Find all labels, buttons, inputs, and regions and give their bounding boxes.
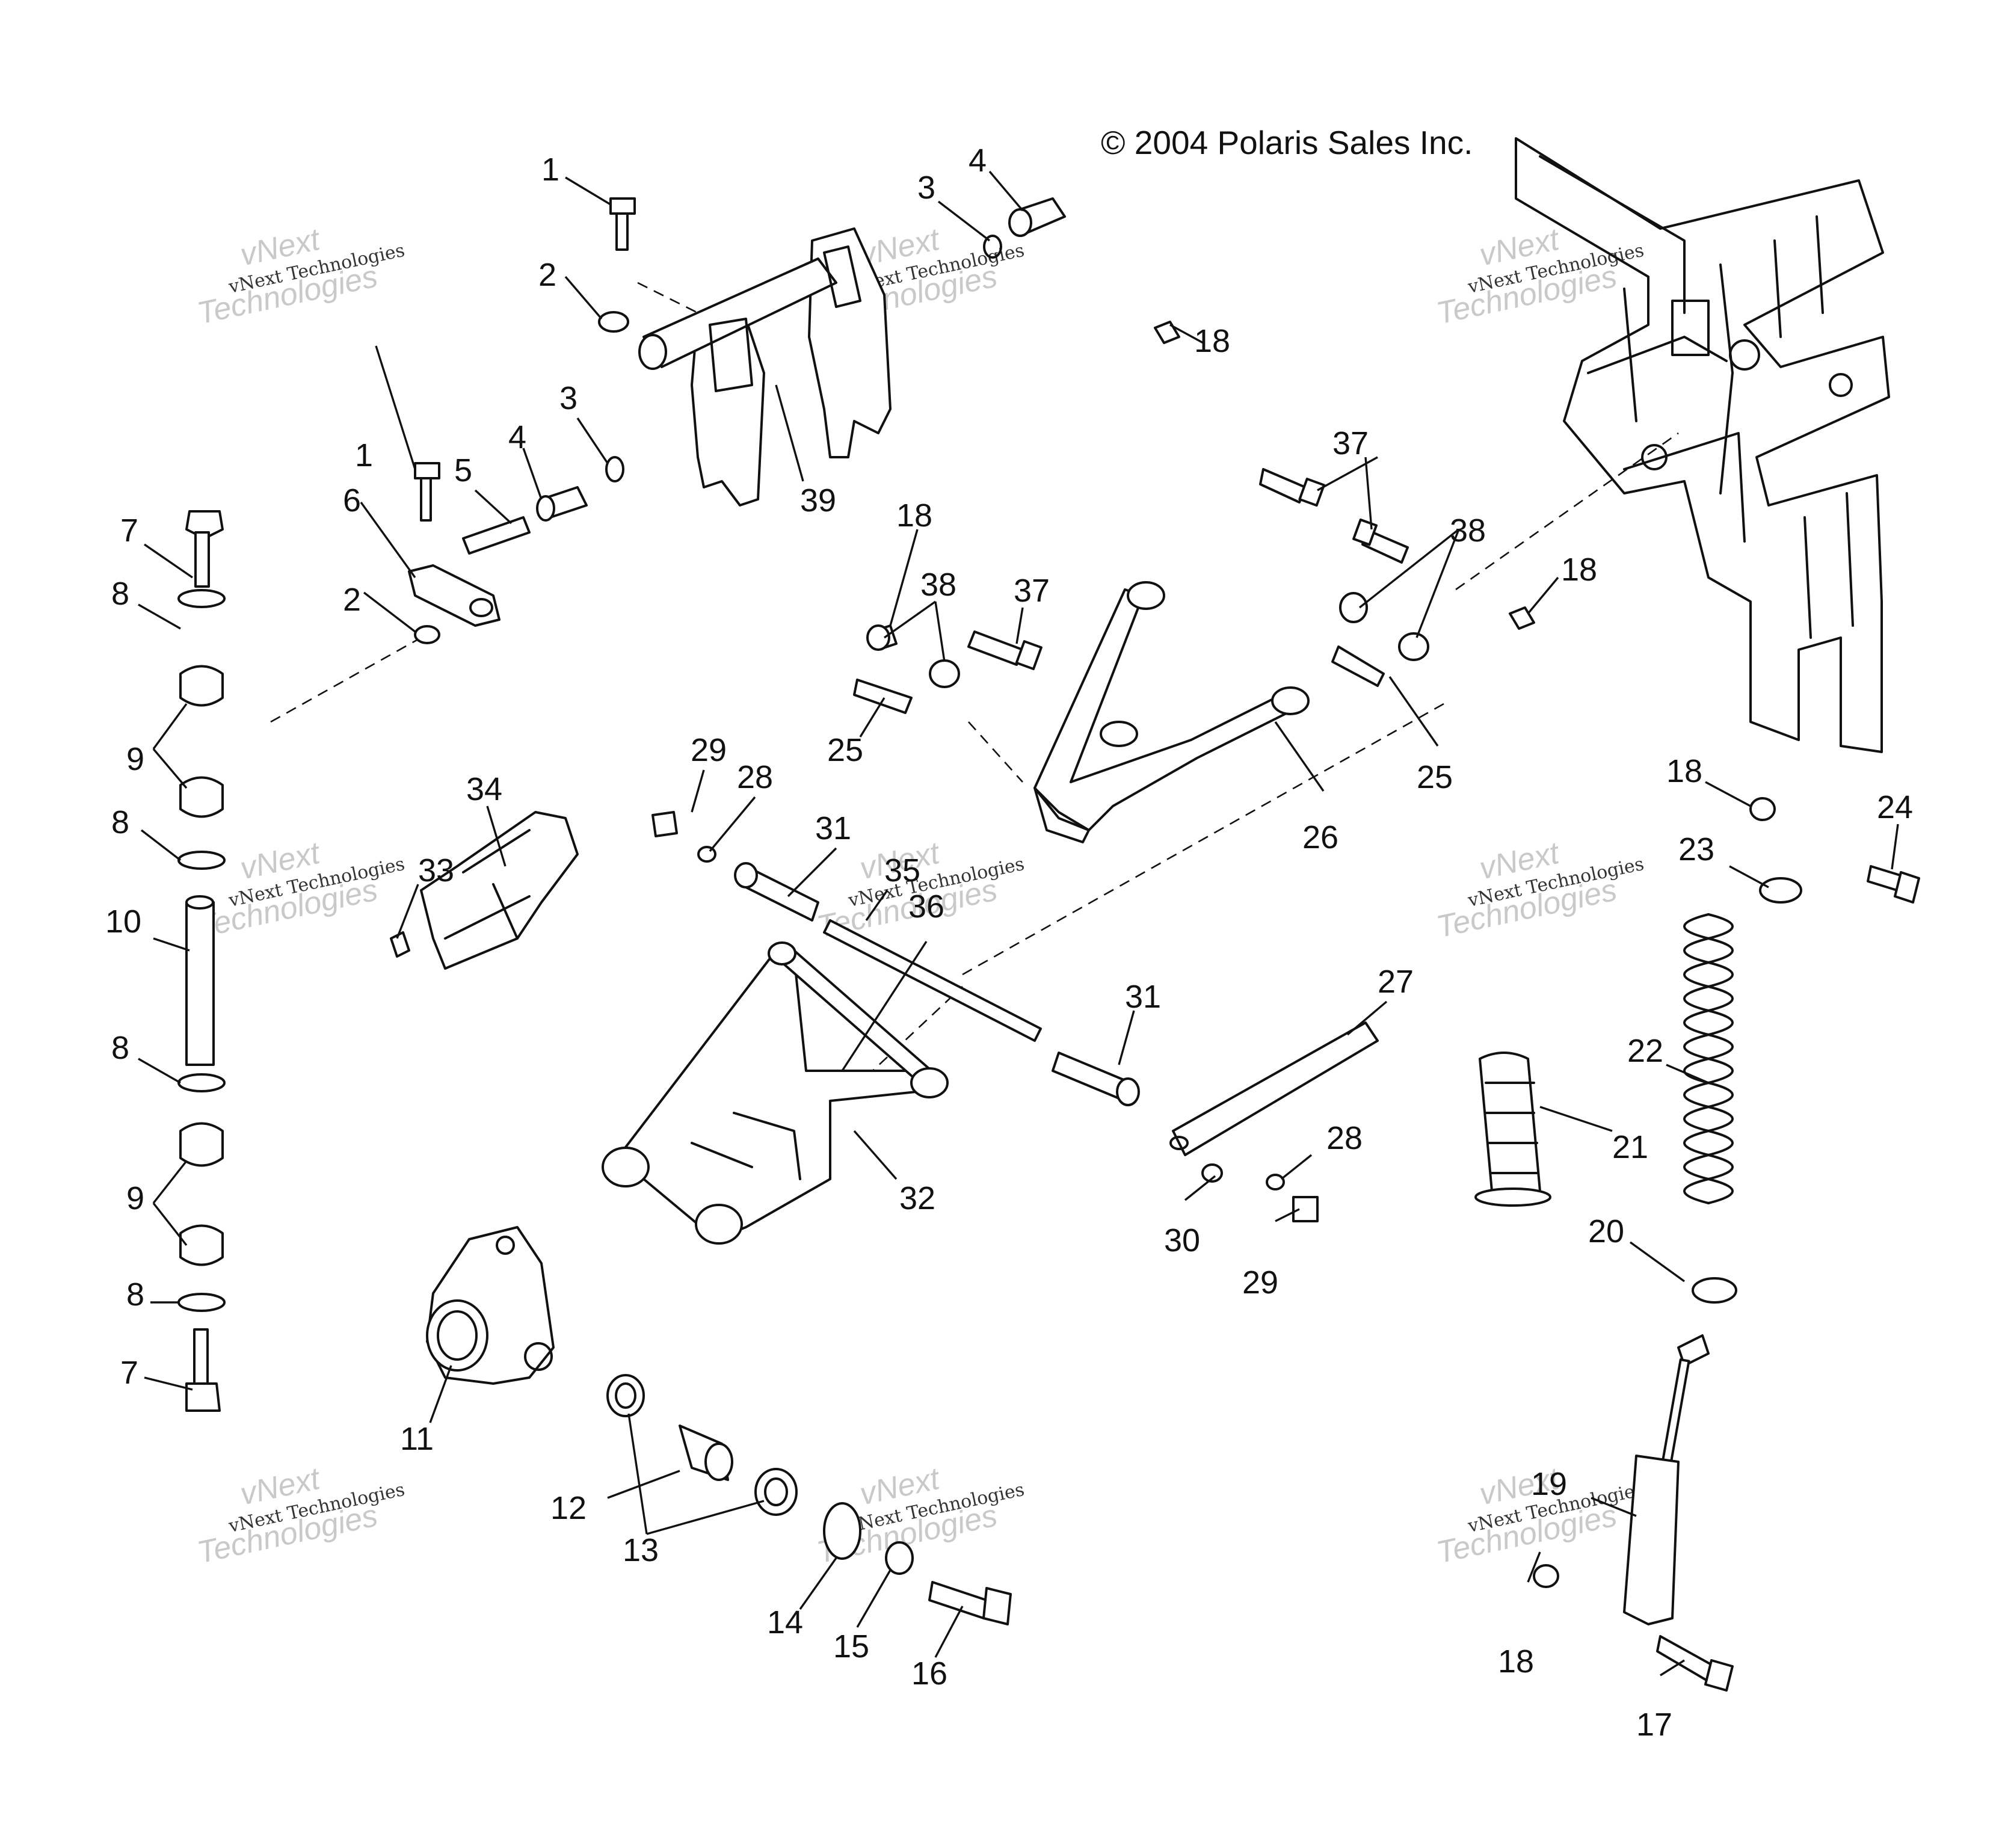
callout-18: 18	[1498, 1643, 1534, 1680]
callout-18: 18	[1561, 552, 1597, 588]
lower-arm-hardware	[651, 811, 1319, 1222]
callout-18: 18	[1666, 753, 1702, 789]
callout-38: 38	[1450, 513, 1486, 549]
callout-4: 4	[969, 143, 987, 179]
callout-21: 21	[1612, 1129, 1648, 1165]
part-27-link	[1169, 1021, 1379, 1156]
upper-a-arm-hardware	[853, 321, 1535, 714]
callout-16: 16	[911, 1656, 947, 1692]
part-11-bearing-carrier	[426, 1226, 555, 1385]
callout-38: 38	[920, 567, 956, 603]
callout-7: 7	[120, 513, 138, 549]
callout-28: 28	[1326, 1120, 1363, 1156]
callout-6: 6	[343, 482, 361, 519]
part-34-cover	[390, 811, 579, 970]
callout-32: 32	[899, 1180, 935, 1216]
callout-8: 8	[111, 804, 129, 840]
callout-10: 10	[105, 904, 141, 940]
part-26-upper-a-arm	[1033, 581, 1310, 843]
watermark: vNext vNext Technologies Technologies	[1434, 836, 1646, 945]
callout-1: 1	[541, 152, 559, 188]
leader-lines	[138, 170, 1899, 1677]
callout-5: 5	[454, 452, 472, 488]
callout-2: 2	[538, 257, 556, 293]
part-39-carrier-bracket	[638, 227, 892, 507]
watermark: vNext vNext Technologies Technologies	[194, 1461, 407, 1571]
callout-numbers: 1 1 2 2 3 3 4 4 5 6 7 7 8 8 8 8 9 9 10 1…	[105, 143, 1913, 1743]
callout-7: 7	[120, 1355, 138, 1391]
callout-30: 30	[1164, 1222, 1200, 1258]
callout-9: 9	[126, 741, 144, 777]
part-32-lower-a-arm	[602, 941, 949, 1245]
callout-3: 3	[559, 380, 578, 416]
upper-hardware	[408, 197, 1066, 644]
callout-13: 13	[623, 1532, 659, 1568]
callout-37: 37	[1014, 573, 1050, 609]
callout-8: 8	[111, 576, 129, 612]
callout-17: 17	[1636, 1707, 1672, 1743]
copyright-notice: © 2004 Polaris Sales Inc.	[1101, 124, 1473, 161]
callout-24: 24	[1877, 789, 1913, 825]
callout-29: 29	[1242, 1264, 1278, 1301]
callout-39: 39	[800, 482, 836, 519]
callout-2: 2	[343, 582, 361, 618]
callout-3: 3	[917, 170, 935, 206]
callout-35: 35	[884, 852, 920, 889]
hub-bearing-hardware	[606, 1374, 1012, 1625]
callout-26: 26	[1302, 819, 1338, 855]
callout-14: 14	[767, 1604, 803, 1640]
callout-15: 15	[833, 1628, 869, 1665]
watermark: vNext vNext Technologies Technologies	[1434, 222, 1646, 331]
callout-31: 31	[1125, 979, 1161, 1015]
callout-34: 34	[466, 771, 502, 807]
callout-18: 18	[896, 497, 932, 534]
vehicle-frame	[1515, 137, 1890, 753]
callout-4: 4	[508, 419, 526, 455]
callout-25: 25	[827, 732, 863, 768]
callout-1: 1	[355, 437, 373, 473]
assembly-centerlines	[270, 282, 1679, 1077]
callout-27: 27	[1378, 964, 1414, 1000]
callout-23: 23	[1678, 831, 1714, 867]
callout-18: 18	[1194, 323, 1230, 359]
callout-33: 33	[418, 852, 454, 889]
callout-36: 36	[908, 889, 944, 925]
callout-20: 20	[1588, 1213, 1624, 1249]
callout-31: 31	[815, 810, 851, 846]
callout-19: 19	[1531, 1466, 1567, 1502]
callout-22: 22	[1627, 1033, 1663, 1069]
watermark: vNext vNext Technologies Technologies	[194, 222, 407, 331]
callout-37: 37	[1332, 425, 1369, 461]
callout-12: 12	[550, 1490, 587, 1526]
shock-absorber-assembly	[1474, 797, 1920, 1692]
callout-8: 8	[111, 1030, 129, 1066]
callout-9: 9	[126, 1180, 144, 1216]
callout-29: 29	[691, 732, 727, 768]
watermark: vNext vNext Technologies Technologies	[194, 836, 407, 945]
stabilizer-link-stack	[177, 510, 226, 1412]
callout-25: 25	[1417, 759, 1453, 795]
callout-8: 8	[126, 1277, 144, 1313]
callout-28: 28	[737, 759, 773, 795]
callout-11: 11	[400, 1421, 434, 1457]
